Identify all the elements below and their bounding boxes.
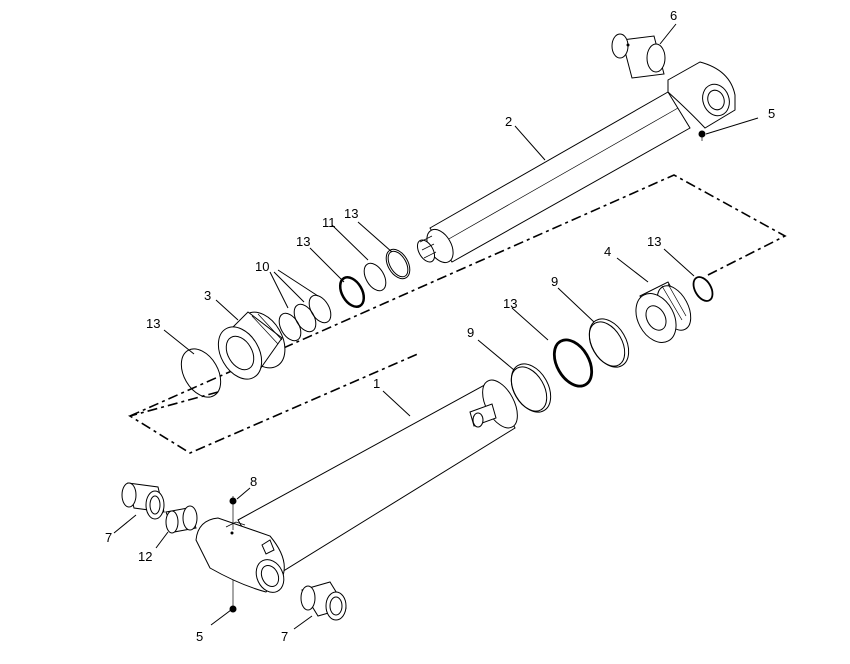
- part-ring-11: [363, 262, 387, 292]
- part-cylinder-barrel: [195, 379, 518, 593]
- label-part-7-lower: 7: [281, 629, 288, 644]
- label-part-9-left: 9: [467, 325, 474, 340]
- label-part-13-rod-ring: 13: [344, 206, 358, 221]
- part-o-ring-13-right: [692, 276, 714, 302]
- part-rings-10: [278, 294, 332, 342]
- part-ring-13-rod: [385, 248, 411, 280]
- part-seal-13-piston: [552, 338, 594, 388]
- label-part-2: 2: [505, 114, 512, 129]
- label-part-5-upper: 5: [768, 106, 775, 121]
- label-part-4: 4: [604, 244, 611, 259]
- part-piston-rod: [416, 61, 736, 264]
- part-ring-9-right: [588, 318, 630, 368]
- label-part-13-right: 13: [647, 234, 661, 249]
- label-part-13-left: 13: [146, 316, 160, 331]
- part-gland: [217, 311, 286, 380]
- part-spacer-12: [165, 505, 198, 534]
- part-grease-fitting-8: [229, 496, 237, 530]
- label-part-13-piston-seal: 13: [503, 296, 517, 311]
- part-bushing-7-upper: [121, 482, 165, 520]
- part-piston: [635, 281, 692, 343]
- label-part-1: 1: [373, 376, 380, 391]
- label-part-9-right: 9: [551, 274, 558, 289]
- part-labels: 1 2 3 4 5 5 6 7 7 8 9 9 10 11 12 13 13 1…: [105, 8, 775, 644]
- leader-lines: [113, 23, 759, 630]
- label-part-13-gland-seal: 13: [296, 234, 310, 249]
- part-grease-fitting-upper: [698, 130, 706, 141]
- part-seal-13-gland: [338, 276, 366, 308]
- part-bushing-rod-eye: [611, 33, 666, 79]
- label-part-10: 10: [255, 259, 269, 274]
- label-part-12: 12: [138, 549, 152, 564]
- part-bushing-7-lower: [300, 581, 347, 621]
- assembly-boundary: [128, 174, 787, 454]
- part-ring-9-left: [510, 363, 552, 413]
- label-part-5-lower: 5: [196, 629, 203, 644]
- part-o-ring-13-left: [180, 348, 222, 398]
- label-part-7-upper: 7: [105, 530, 112, 545]
- label-part-11: 11: [322, 215, 336, 230]
- part-grease-fitting-lower: [229, 580, 237, 613]
- label-part-8: 8: [250, 474, 257, 489]
- label-part-6: 6: [670, 8, 677, 23]
- label-part-3: 3: [204, 288, 211, 303]
